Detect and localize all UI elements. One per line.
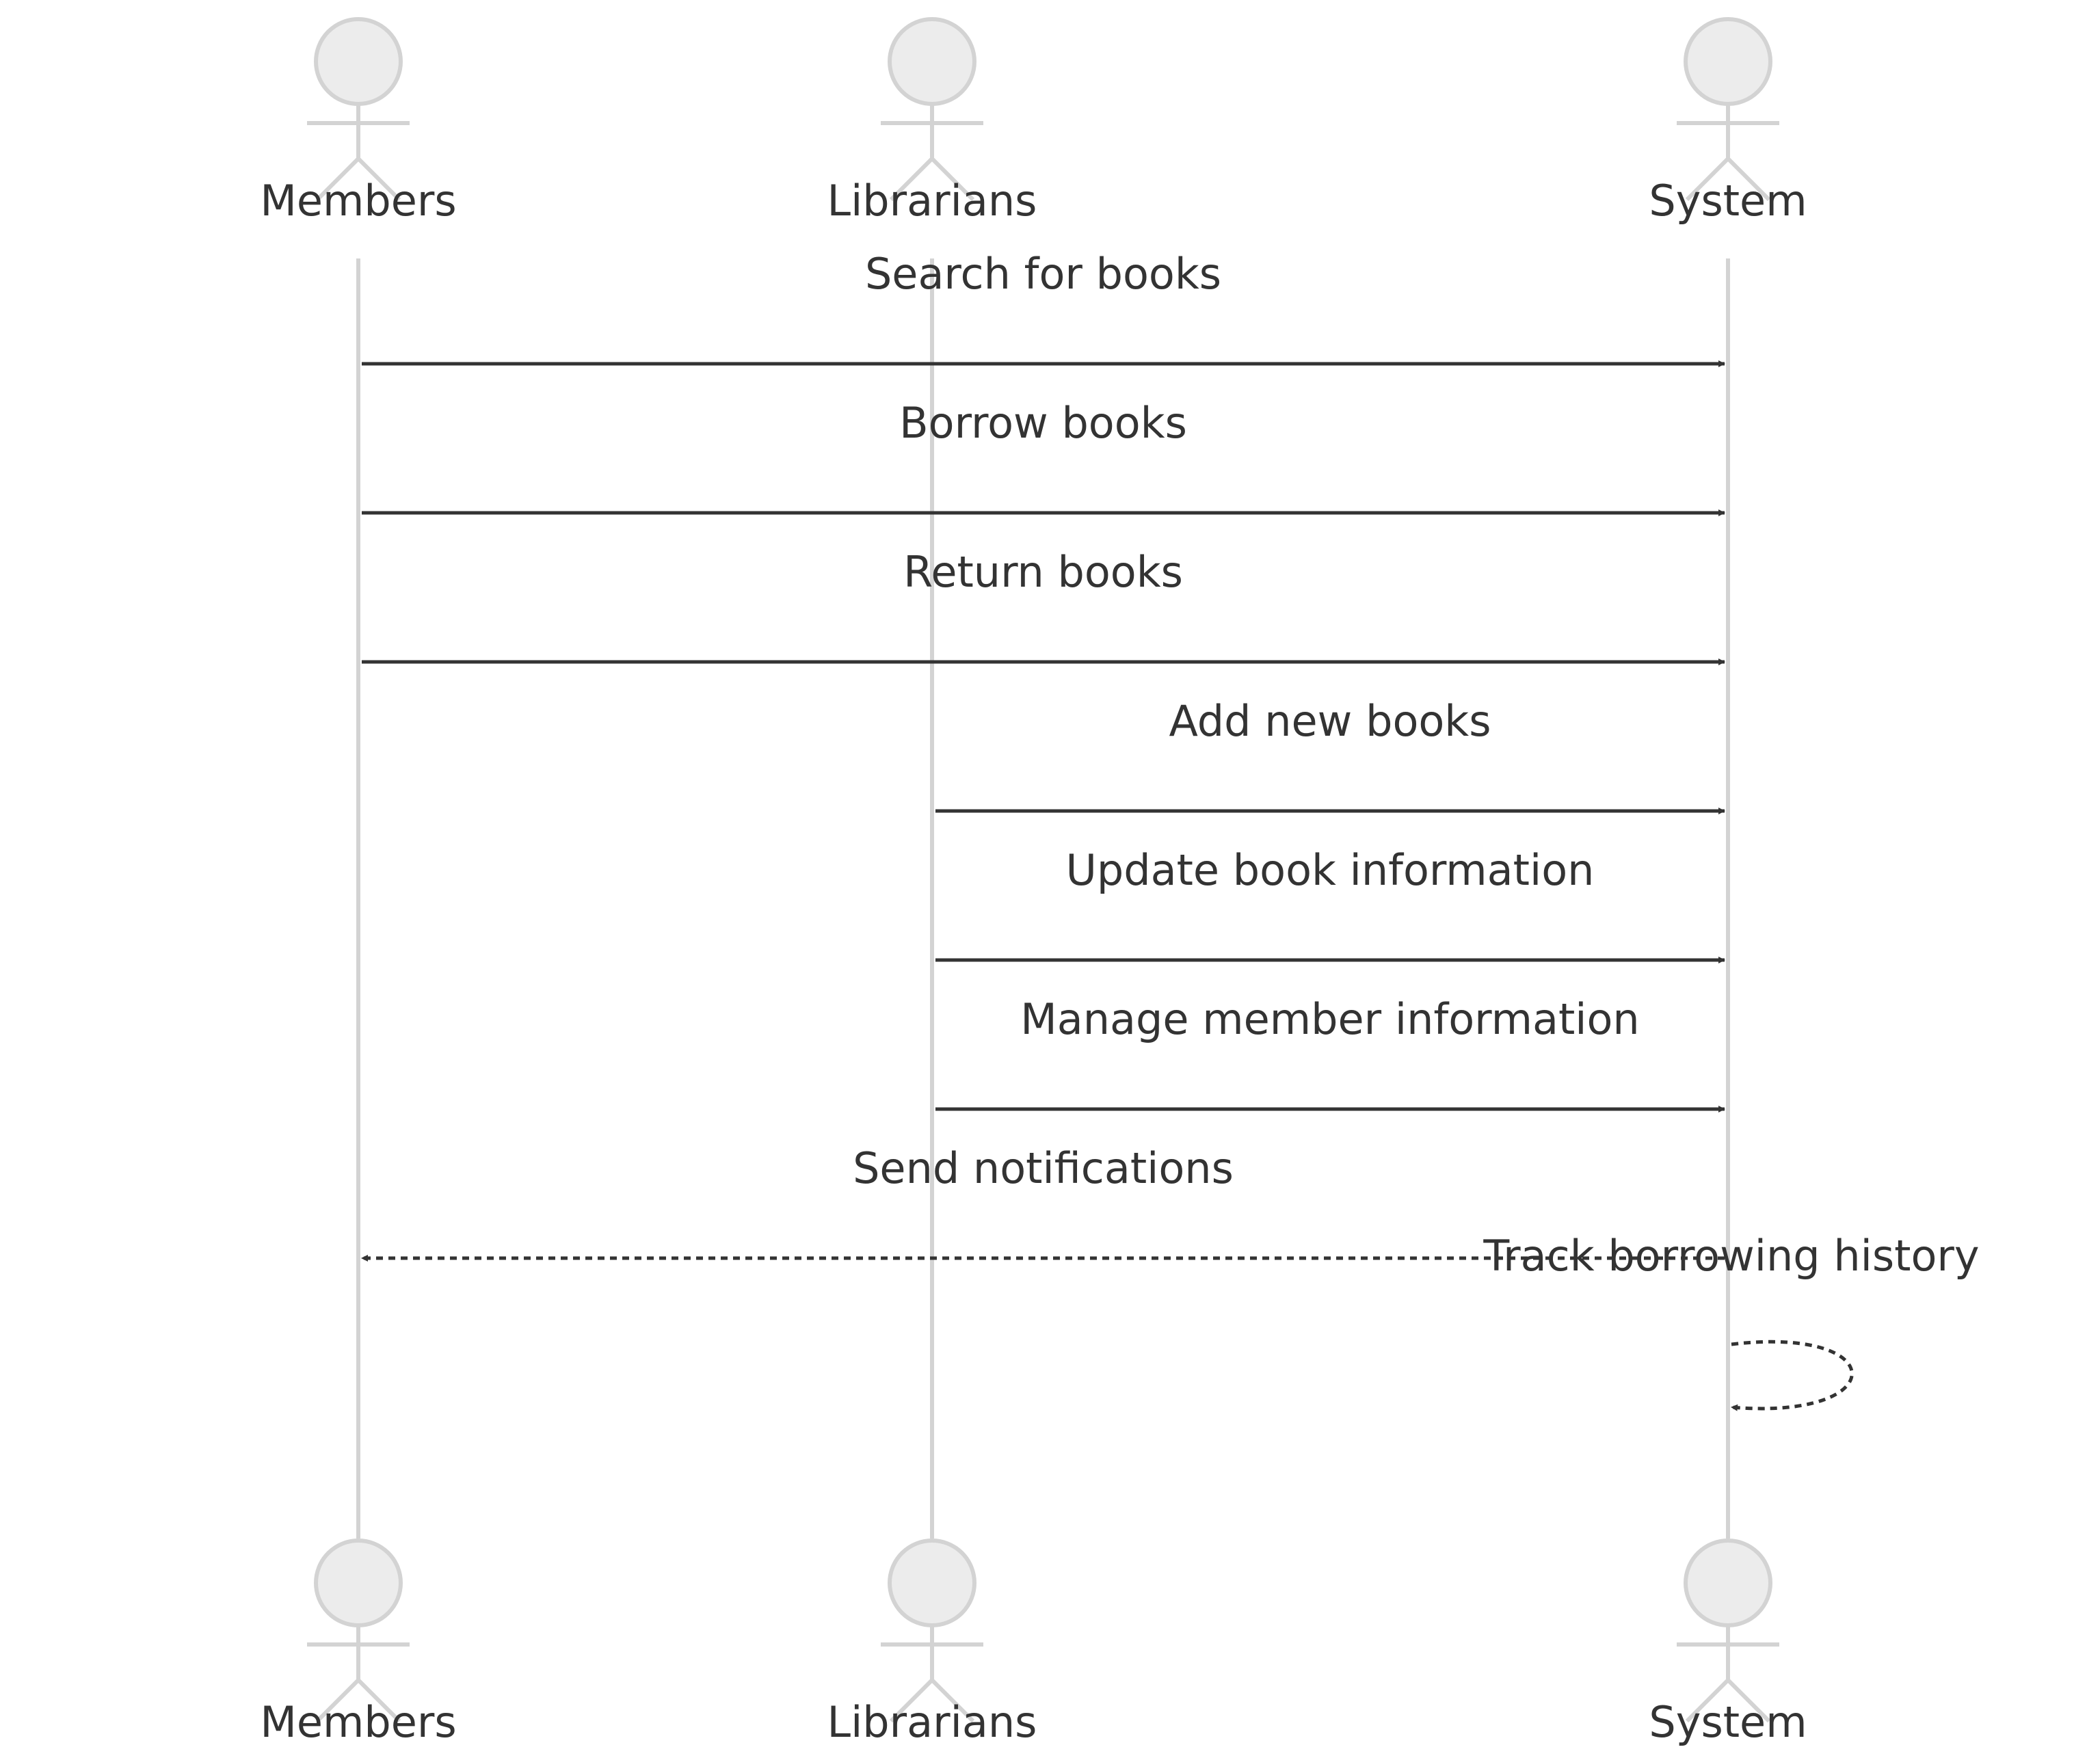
message-2: Borrow books bbox=[362, 398, 1725, 516]
actor-figure-stroke bbox=[930, 1678, 975, 1723]
actor-label: Librarians bbox=[827, 1697, 1037, 1747]
message-1: Search for books bbox=[362, 249, 1725, 367]
message-label: Update book information bbox=[1066, 845, 1595, 895]
message-label: Manage member information bbox=[1020, 994, 1639, 1044]
actor-librarians-top: Librarians bbox=[827, 17, 1037, 226]
message-label: Borrow books bbox=[899, 398, 1187, 448]
actor-figure-stroke bbox=[356, 1678, 401, 1723]
actor-head-icon bbox=[888, 17, 976, 106]
message-label: Send notifications bbox=[853, 1143, 1234, 1193]
actor-label: Librarians bbox=[827, 176, 1037, 226]
message-6: Manage member information bbox=[935, 994, 1725, 1113]
actor-figure-stroke bbox=[1685, 1678, 1730, 1723]
message-label: Add new books bbox=[1169, 696, 1491, 746]
actor-system-top: System bbox=[1649, 17, 1807, 226]
actor-label: Members bbox=[260, 1697, 456, 1747]
actor-head-icon bbox=[314, 17, 403, 106]
message-5: Update book information bbox=[935, 845, 1725, 963]
actor-figure-stroke bbox=[315, 157, 360, 202]
actor-figure-stroke bbox=[889, 1678, 934, 1723]
actor-head-icon bbox=[888, 1539, 976, 1627]
actor-figure-stroke bbox=[356, 157, 401, 202]
message-label: Track borrowing history bbox=[1483, 1231, 1979, 1281]
actor-members-bottom: Members bbox=[260, 1539, 457, 1747]
message-label: Search for books bbox=[865, 249, 1221, 299]
message-8: Track borrowing history bbox=[1483, 1231, 1980, 1411]
actor-figure-stroke bbox=[1685, 157, 1730, 202]
message-arrow bbox=[1731, 1340, 1854, 1411]
actor-figure-stroke bbox=[315, 1678, 360, 1723]
actor-figure-stroke bbox=[930, 157, 975, 202]
message-4: Add new books bbox=[935, 696, 1725, 814]
actor-librarians-bottom: Librarians bbox=[827, 1539, 1037, 1747]
actor-label: Members bbox=[260, 176, 456, 226]
actor-figure-stroke bbox=[1726, 157, 1771, 202]
message-label: Return books bbox=[903, 547, 1183, 597]
actor-label: System bbox=[1649, 1697, 1807, 1747]
actor-head-icon bbox=[1684, 1539, 1772, 1627]
actor-figure-stroke bbox=[1726, 1678, 1771, 1723]
actor-figure-stroke bbox=[889, 157, 934, 202]
actor-label: System bbox=[1649, 176, 1807, 226]
actor-head-icon bbox=[1684, 17, 1772, 106]
message-3: Return books bbox=[362, 547, 1725, 665]
actor-members-top: Members bbox=[260, 17, 457, 226]
message-7: Send notifications bbox=[361, 1143, 1725, 1262]
actor-system-bottom: System bbox=[1649, 1539, 1807, 1747]
actor-head-icon bbox=[314, 1539, 403, 1627]
